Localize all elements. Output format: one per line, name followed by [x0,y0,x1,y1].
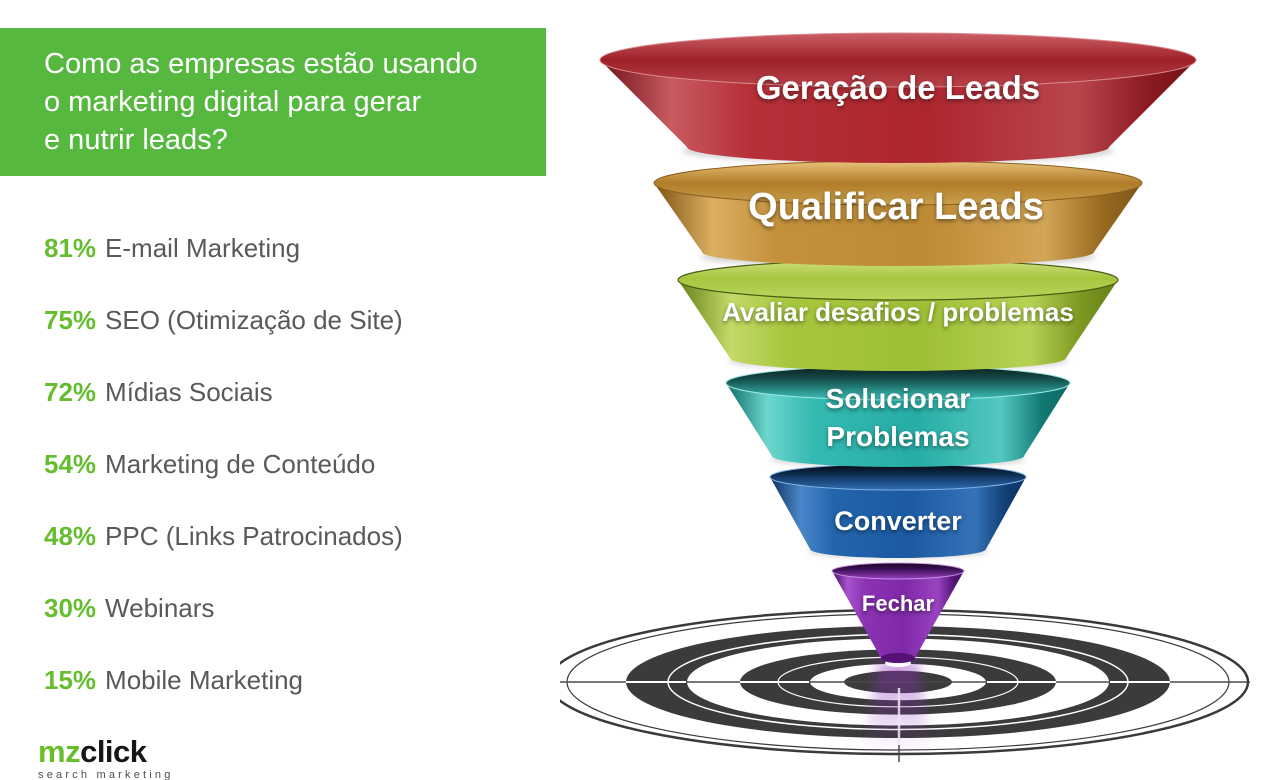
title-line-1: Como as empresas estão usando [44,48,478,80]
funnel-stage-6-tip [881,653,915,663]
stat-item-seo: 75% SEO (Otimização de Site) [44,305,403,335]
funnel-stage-geracao [599,32,1197,163]
logo-tagline: search marketing [38,769,174,780]
stat-label: Mídias Sociais [105,377,273,407]
stat-percent: 72% [44,377,97,407]
funnel-stage-3-body [678,280,1118,371]
funnel-stage-fechar [831,562,965,663]
funnel-stage-converter [769,463,1027,558]
stat-item-conteudo: 54% Marketing de Conteúdo [44,449,375,479]
stat-percent: 30% [44,593,97,623]
stat-percent: 75% [44,305,97,335]
stat-label: SEO (Otimização de Site) [105,305,403,335]
funnel-stage-1-body [600,60,1196,163]
stat-item-email-marketing: 81% E-mail Marketing [44,233,300,263]
funnel-stage-solucionar [725,365,1071,467]
funnel-stage-1-top [599,32,1197,88]
funnel-stage-2-body [654,183,1142,266]
title-banner: Como as empresas estão usando o marketin… [0,28,546,176]
funnel-stage-4-body [726,383,1070,467]
funnel-stage-3-top [677,259,1119,301]
funnel-stage-6-body [832,571,964,663]
funnel-stage-4-label-line2: Problemas [826,421,969,452]
funnel-stage-3-label: Avaliar desafios / problemas [722,297,1074,327]
logo-wordmark: mzclick [38,736,174,767]
title-line-3: e nutrir leads? [44,124,228,156]
funnel-stage-4-label-line1: Solucionar [826,383,971,414]
funnel-stage-qualificar [653,160,1143,266]
stat-label: PPC (Links Patrocinados) [105,521,403,551]
title-line-2: o marketing digital para gerar [44,86,422,118]
funnel-stage-5-top [769,463,1027,491]
stat-percent: 81% [44,233,97,263]
funnel-stage-1-label: Geração de Leads [756,69,1040,106]
funnel-diagram: Geração de Leads Qualificar Leads Avalia… [560,32,1250,762]
stat-item-webinars: 30% Webinars [44,593,214,623]
stat-percent: 15% [44,665,97,695]
stat-label: E-mail Marketing [105,233,301,263]
funnel-stage-5-label: Converter [834,506,962,536]
stat-label: Marketing de Conteúdo [105,449,376,479]
stat-percent: 54% [44,449,97,479]
stat-item-ppc: 48% PPC (Links Patrocinados) [44,521,403,551]
funnel-stage-6-top [831,562,965,580]
stat-label: Mobile Marketing [105,665,304,695]
funnel-stage-2-label: Qualificar Leads [748,186,1044,228]
mzclick-logo: mzclick search marketing [38,736,174,780]
logo-mz: mz [38,734,81,769]
stat-item-mobile: 15% Mobile Marketing [44,665,303,695]
funnel-stage-5-body [770,477,1026,558]
stat-percent: 48% [44,521,97,551]
stat-label: Webinars [105,593,215,623]
funnel-stage-6-label: Fechar [862,591,935,616]
logo-click: click [80,734,147,769]
stat-item-midias-sociais: 72% Mídias Sociais [44,377,273,407]
funnel-stage-avaliar [677,259,1119,371]
